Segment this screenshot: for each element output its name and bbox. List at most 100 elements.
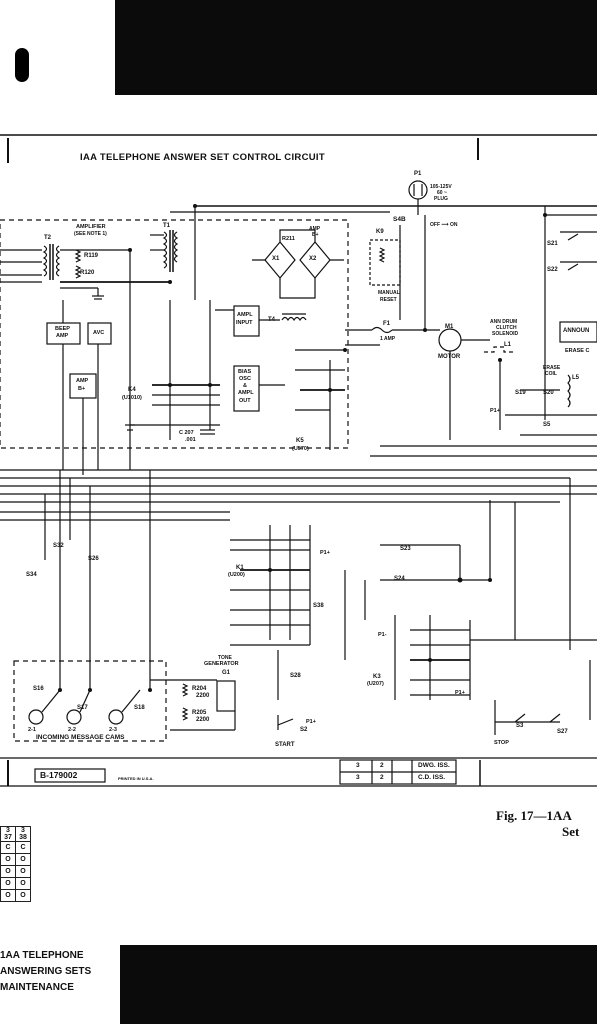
label-s5: S5: [543, 422, 551, 428]
rev-cell-2-3: C.D. ISS.: [418, 774, 446, 781]
label-ampl-input-1: AMPL: [237, 312, 253, 318]
label-bias-osc-1: BIAS: [238, 369, 252, 375]
label-r205: R205: [192, 710, 207, 716]
label-stop: STOP: [494, 740, 509, 746]
label-p-plus-2: P1+: [455, 690, 465, 696]
label-s22: S22: [547, 267, 558, 273]
label-k1: K1: [236, 565, 244, 571]
label-p-plus-3: P1+: [306, 719, 316, 725]
label-s21: S21: [547, 241, 558, 247]
figure-caption-line2: Set: [562, 824, 580, 839]
diagram-title: IAA TELEPHONE ANSWER SET CONTROL CIRCUIT: [80, 152, 325, 163]
label-s34: S34: [26, 572, 37, 578]
label-s16: S16: [33, 686, 44, 692]
label-p-plus-4: P1+: [490, 408, 500, 414]
label-k5-type: (U570): [292, 446, 309, 452]
label-t1: T1: [163, 223, 171, 229]
label-bias-osc-5: OUT: [239, 398, 251, 404]
label-off-on: OFF ⟶ ON: [430, 222, 458, 228]
label-s28: S28: [290, 673, 301, 679]
label-bias-osc-4: AMPL: [238, 390, 254, 396]
label-cam-2: 2-2: [68, 727, 76, 733]
label-m1: M1: [445, 324, 454, 330]
binder-hole: [15, 48, 29, 82]
label-ann-drum-2: CLUTCH: [496, 325, 517, 331]
label-bias-osc-3: &: [243, 383, 247, 389]
label-s4b: S4B: [393, 216, 406, 223]
table-cell: O: [15, 889, 31, 902]
label-t4: T4: [268, 317, 276, 323]
label-incoming-cams: INCOMING MESSAGE CAMS: [36, 734, 125, 741]
label-amp-b-box-2: B+: [78, 386, 86, 392]
label-erase-coil-1: ERASE: [543, 365, 561, 371]
rev-cell-1-1: 3: [356, 762, 360, 769]
section-heading-line3: MAINTENANCE: [0, 982, 74, 993]
label-r211: R211: [282, 236, 295, 242]
label-p1: P1: [414, 171, 422, 177]
label-f1: F1: [383, 321, 391, 327]
label-c207-val: .001: [185, 437, 196, 443]
label-l5: L5: [572, 375, 580, 381]
label-k5: K5: [296, 438, 304, 444]
label-s32: S32: [53, 543, 64, 549]
label-amp-b-1: AMP: [309, 226, 321, 232]
label-s3: S3: [516, 723, 524, 729]
label-p-plus-1: P1+: [320, 550, 330, 556]
figure-caption-line1: Fig. 17—1AA: [496, 808, 572, 823]
label-k3-type: (U207): [367, 681, 384, 687]
label-s20: S20: [543, 390, 554, 396]
rev-cell-2-2: 2: [380, 774, 384, 781]
label-amplifier-1: AMPLIFIER: [76, 224, 106, 230]
table-cell: O: [15, 865, 31, 878]
label-ann-drum-1: ANN DRUM: [490, 319, 518, 325]
rev-cell-2-1: 3: [356, 774, 360, 781]
label-s27: S27: [557, 729, 568, 735]
label-s26: S26: [88, 556, 99, 562]
label-r204: R204: [192, 686, 207, 692]
drawing-number: B-179002: [40, 770, 78, 780]
table-cell: O: [15, 853, 31, 866]
label-k4-type: (U1010): [122, 395, 142, 401]
top-black-bar: [115, 0, 597, 95]
label-s17: S17: [77, 705, 88, 711]
label-1amp: 1 AMP: [380, 336, 396, 342]
label-g1: G1: [222, 670, 231, 676]
table-cell: O: [0, 853, 16, 866]
table-cell: C: [15, 841, 31, 854]
label-beep-amp-2: AMP: [56, 333, 69, 339]
label-r120: R120: [80, 270, 95, 276]
label-erase-coil-2: COIL: [545, 371, 557, 377]
label-k9: K9: [376, 229, 384, 235]
table-cell: O: [0, 889, 16, 902]
label-manual-1: MANUAL: [378, 290, 400, 296]
label-tone-gen-1: TONE: [218, 655, 232, 661]
label-k4: K4: [128, 387, 136, 393]
label-s23: S23: [400, 546, 411, 552]
label-s19: S19: [515, 390, 526, 396]
label-ann-drum-3: SOLENOID: [492, 331, 519, 337]
section-heading-line2: ANSWERING SETS: [0, 966, 92, 977]
rev-cell-1-2: 2: [380, 762, 384, 769]
label-tone-gen-2: GENERATOR: [204, 661, 239, 667]
label-beep-amp-1: BEEP: [55, 326, 70, 332]
table-cell: O: [0, 877, 16, 890]
label-r205-val: 2200: [196, 717, 210, 723]
label-announce: ANNOUN: [563, 328, 590, 334]
printed-note: PRINTED IN U.S.A.: [118, 776, 154, 781]
label-c207: C 207: [179, 430, 194, 436]
label-p1-desc1: 105-125V: [430, 184, 452, 190]
label-r204-val: 2200: [196, 693, 210, 699]
rev-cell-1-3: DWG. ISS.: [418, 762, 450, 769]
label-t2: T2: [44, 235, 52, 241]
section-heading-line1: 1AA TELEPHONE: [0, 950, 84, 961]
label-x2: X2: [309, 256, 317, 262]
label-cam-1: 2-1: [28, 727, 36, 733]
label-s2: S2: [300, 727, 308, 733]
label-x1: X1: [272, 256, 280, 262]
table-cell: C: [0, 841, 16, 854]
label-ampl-input-2: INPUT: [236, 320, 253, 326]
label-r119: R119: [84, 253, 99, 259]
label-p1-desc3: PLUG: [434, 196, 448, 202]
